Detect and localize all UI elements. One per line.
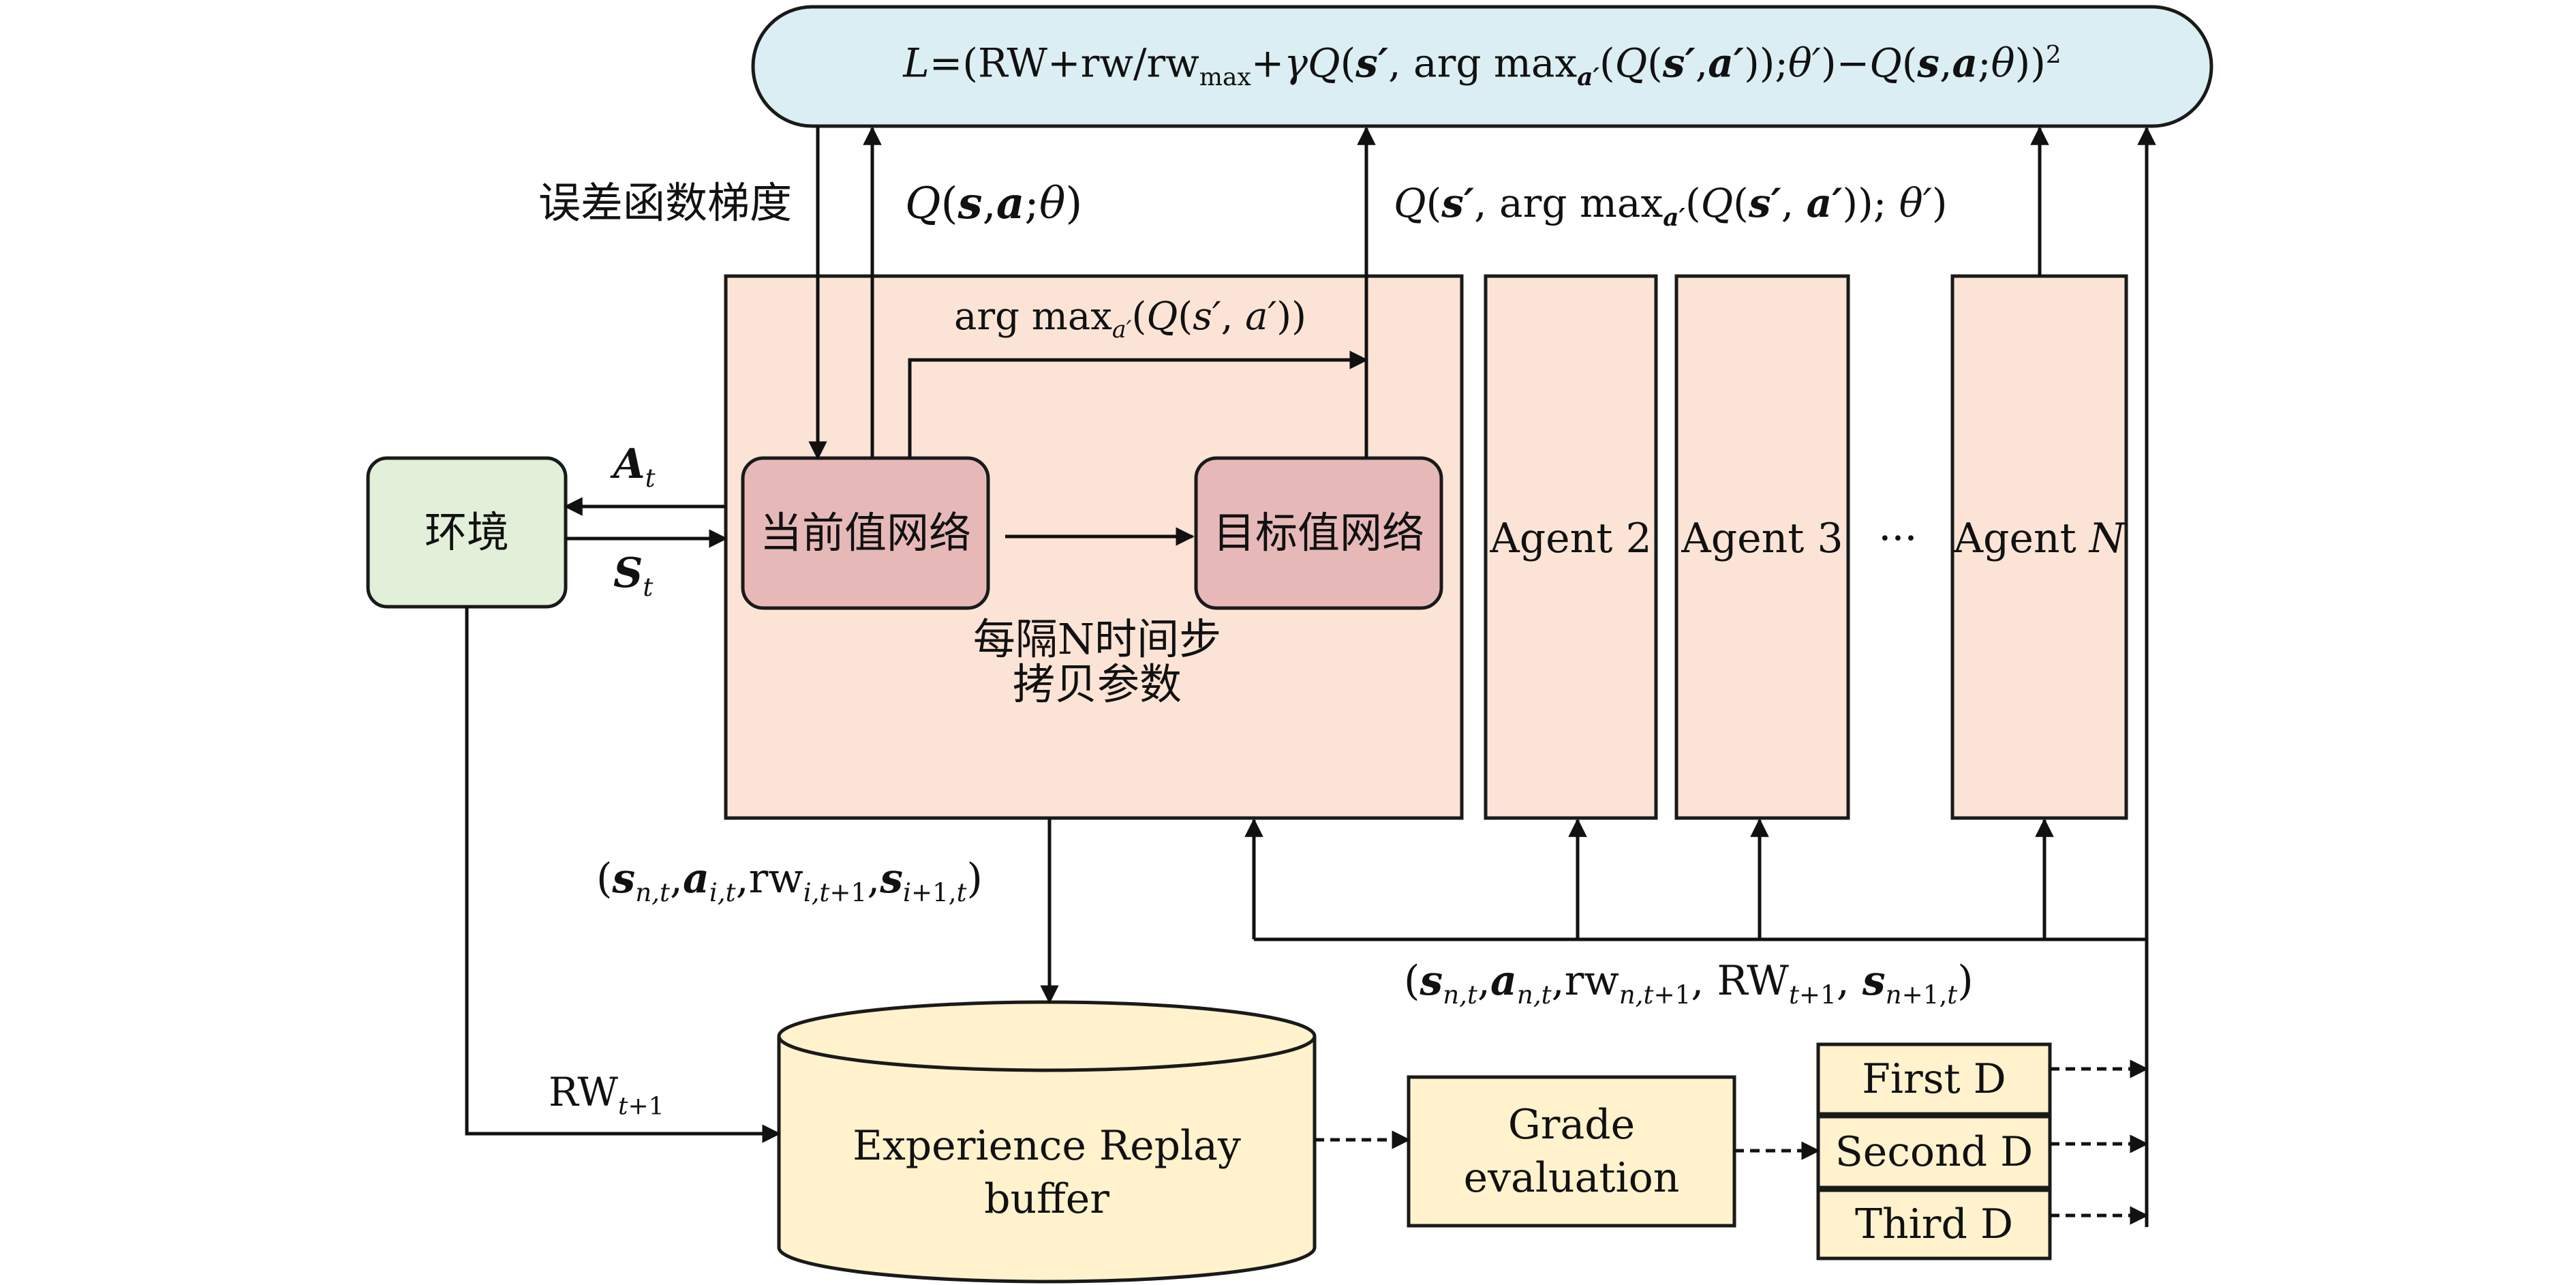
grade-first-label: First D [1862, 1055, 2006, 1103]
agent-2-box [1484, 274, 1658, 820]
connectors [465, 126, 2156, 1227]
grade-eval-line-2: evaluation [1463, 1154, 1680, 1202]
agent-n-box [1950, 274, 2128, 820]
grade-eval-line-1: Grade [1507, 1101, 1636, 1149]
grade-evaluation-box [1407, 1075, 1736, 1228]
action-label: At [613, 440, 656, 493]
loss-function-box [751, 5, 2213, 128]
transition-label: (sn,t,ai,t,rwi,t+1,si+1,t) [596, 855, 983, 907]
agent-n-label: Agent N [1953, 514, 2126, 562]
target-network-box [1194, 456, 1443, 610]
replay-buffer-label: Experience Replay buffer [779, 1111, 1315, 1234]
grade-evaluation-label: Grade evaluation [1409, 1077, 1734, 1226]
agents-ellipsis: ··· [1878, 514, 1918, 562]
error-gradient-label: 误差函数梯度 [538, 178, 793, 228]
copy-params-note: 每隔N时间步 拷贝参数 [940, 609, 1254, 714]
replay-buffer-cylinder [777, 1000, 1317, 1284]
q-current-label: Q(s,a;θ) [905, 178, 1083, 229]
replay-buffer-line-1: Experience Replay [853, 1122, 1241, 1170]
grade-third-label: Third D [1854, 1200, 2014, 1248]
replay-buffer-line-2: buffer [984, 1175, 1109, 1223]
argmax-label: arg maxa′(Q(s′, a′)) [954, 294, 1306, 344]
target-network-label: 目标值网络 [1212, 508, 1424, 558]
agent-3-label: Agent 3 [1681, 514, 1843, 562]
grade-box-first [1816, 1042, 2052, 1116]
reward-label: RWt+1 [549, 1069, 664, 1121]
current-network-label: 当前值网络 [759, 508, 971, 558]
loss-formula: L=(RW+rw/rwmax+γQ(s′, arg maxa′(Q(s′,a′)… [903, 40, 2061, 92]
q-target-label: Q(s′, arg maxa′(Q(s′, a′)); θ′) [1394, 180, 1948, 232]
agent-3-box [1674, 274, 1850, 820]
environment-label: 环境 [424, 507, 509, 558]
agent-2-label: Agent 2 [1490, 514, 1652, 562]
arrow-argmax [908, 350, 1368, 458]
copy-note-line-1: 每隔N时间步 [972, 614, 1222, 665]
state-label: St [613, 549, 654, 602]
current-network-box [741, 456, 990, 610]
grade-box-third [1816, 1188, 2052, 1260]
arrow-reward [465, 607, 781, 1143]
grade-second-label: Second D [1835, 1128, 2034, 1176]
shared-transition-label: (sn,t,an,t,rwn,t+1, RWt+1, sn+1,t) [1404, 957, 1974, 1010]
copy-note-line-2: 拷贝参数 [1012, 659, 1182, 709]
